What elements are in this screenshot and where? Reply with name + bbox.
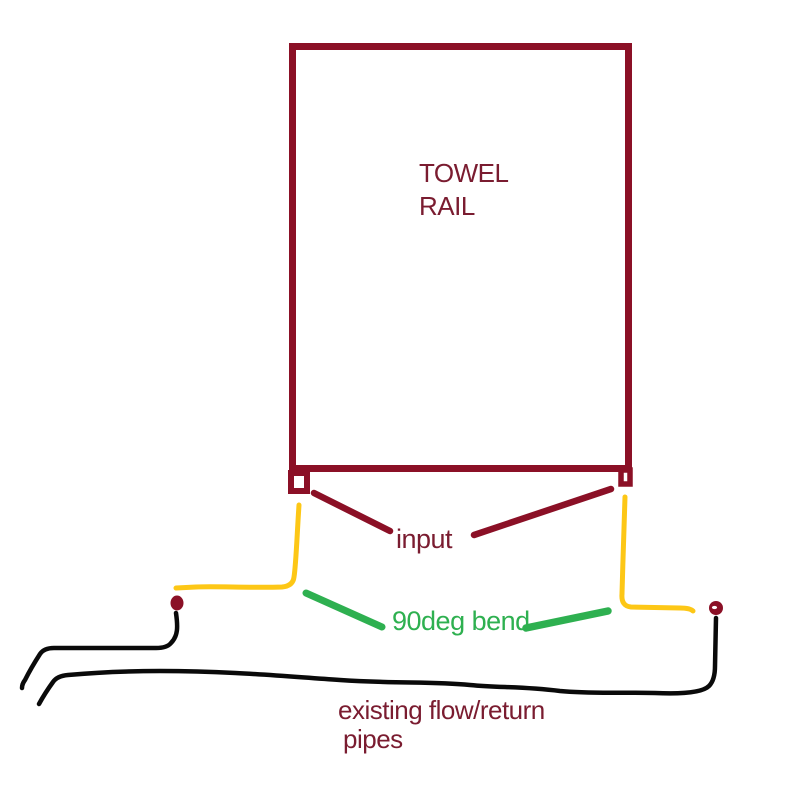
bend-pointer-left-line xyxy=(302,589,386,631)
right-new-pipe xyxy=(619,494,696,614)
left-new-pipe xyxy=(173,502,302,591)
existing-pipes-label-line1: existing flow/return xyxy=(338,695,545,725)
left-connection-dot xyxy=(170,595,184,611)
existing-flow-pipe xyxy=(19,610,180,691)
input-label: input xyxy=(396,524,453,554)
input-pointer-left-line xyxy=(310,489,394,535)
input-pointer-right-line xyxy=(470,485,615,539)
towel-rail-label-line2: RAIL xyxy=(419,191,475,221)
right-inlet-square xyxy=(618,467,633,487)
existing-return-pipe xyxy=(36,615,719,707)
right-connection-dot-hole xyxy=(711,605,718,610)
existing-pipes-label-line2: pipes xyxy=(343,724,403,754)
bend-pointer-right-line xyxy=(522,607,612,632)
left-inlet-square xyxy=(288,470,310,494)
bend-label: 90deg bend xyxy=(392,606,530,636)
towel-rail-outline xyxy=(289,43,632,472)
towel-rail-label-line1: TOWEL xyxy=(419,158,509,188)
